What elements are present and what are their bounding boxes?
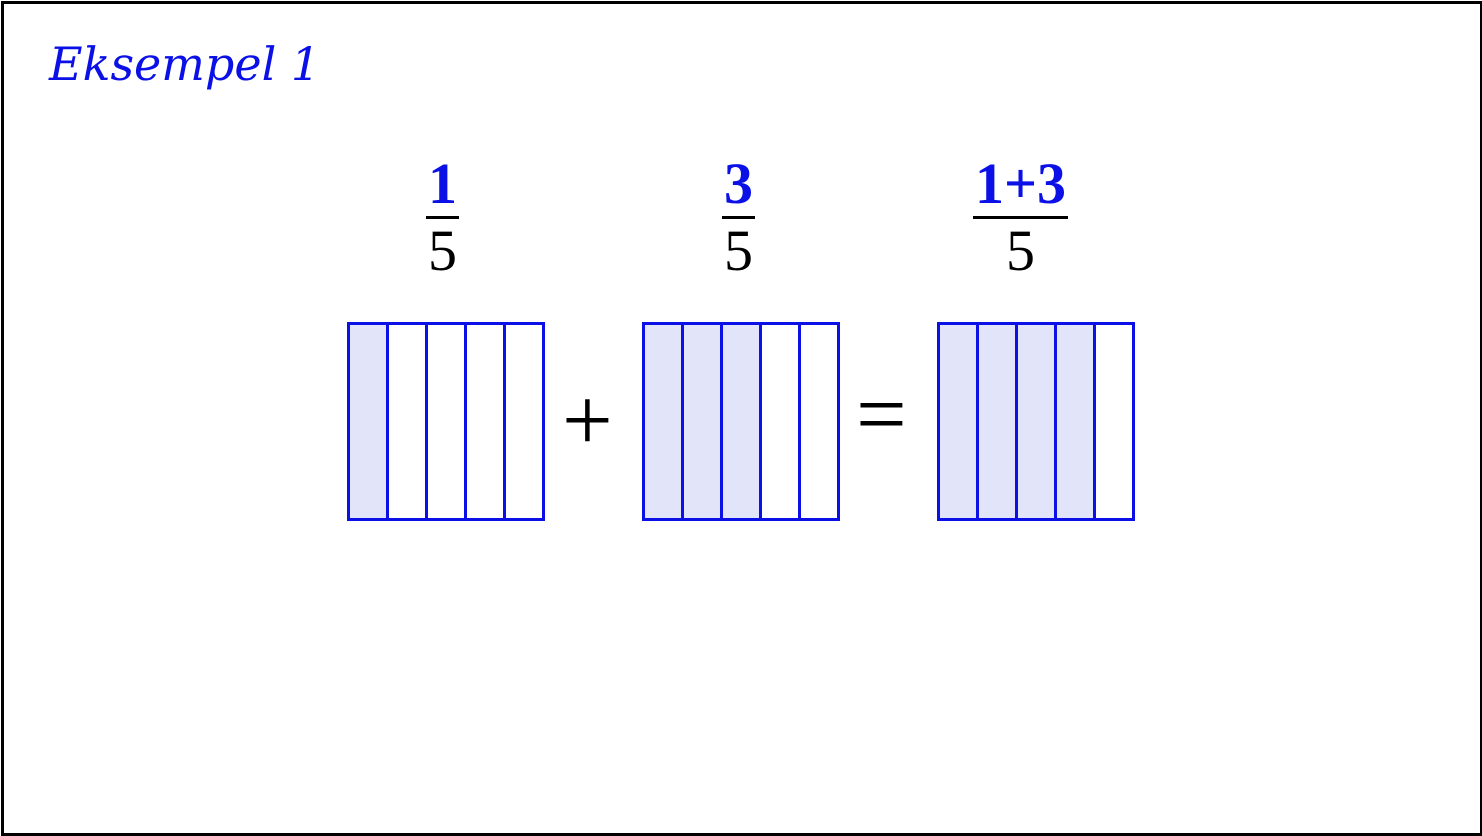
fraction-box-1 (347, 322, 545, 521)
example-title: Eksempel 1 (49, 37, 321, 91)
fraction-three-fifths: 3 5 (722, 151, 755, 283)
plus-sign: + (562, 371, 613, 470)
fraction-numerator: 1 (428, 151, 457, 216)
fraction-one-fifth: 1 5 (426, 151, 459, 283)
shaded-part (642, 322, 684, 521)
empty-part (1096, 322, 1135, 521)
empty-part (506, 322, 545, 521)
fraction-numerator: 3 (724, 151, 753, 216)
shaded-part (979, 322, 1018, 521)
shaded-part (1018, 322, 1057, 521)
fraction-denominator: 5 (724, 218, 753, 283)
fraction-bar (973, 216, 1069, 219)
empty-part (389, 322, 428, 521)
shaded-part (723, 322, 762, 521)
equals-sign: = (856, 365, 907, 464)
empty-part (428, 322, 467, 521)
fraction-bar (722, 216, 755, 219)
empty-part (801, 322, 840, 521)
fraction-bar (426, 216, 459, 219)
shaded-part (684, 322, 723, 521)
empty-part (762, 322, 801, 521)
empty-part (467, 322, 506, 521)
fraction-numerator: 1+3 (975, 151, 1067, 216)
fraction-denominator: 5 (428, 218, 457, 283)
fraction-denominator: 5 (1006, 218, 1036, 283)
shaded-part (1057, 322, 1096, 521)
shaded-part (347, 322, 389, 521)
fraction-box-2 (642, 322, 840, 521)
fraction-box-3 (937, 322, 1135, 521)
shaded-part (937, 322, 979, 521)
fraction-sum: 1+3 5 (973, 151, 1069, 283)
